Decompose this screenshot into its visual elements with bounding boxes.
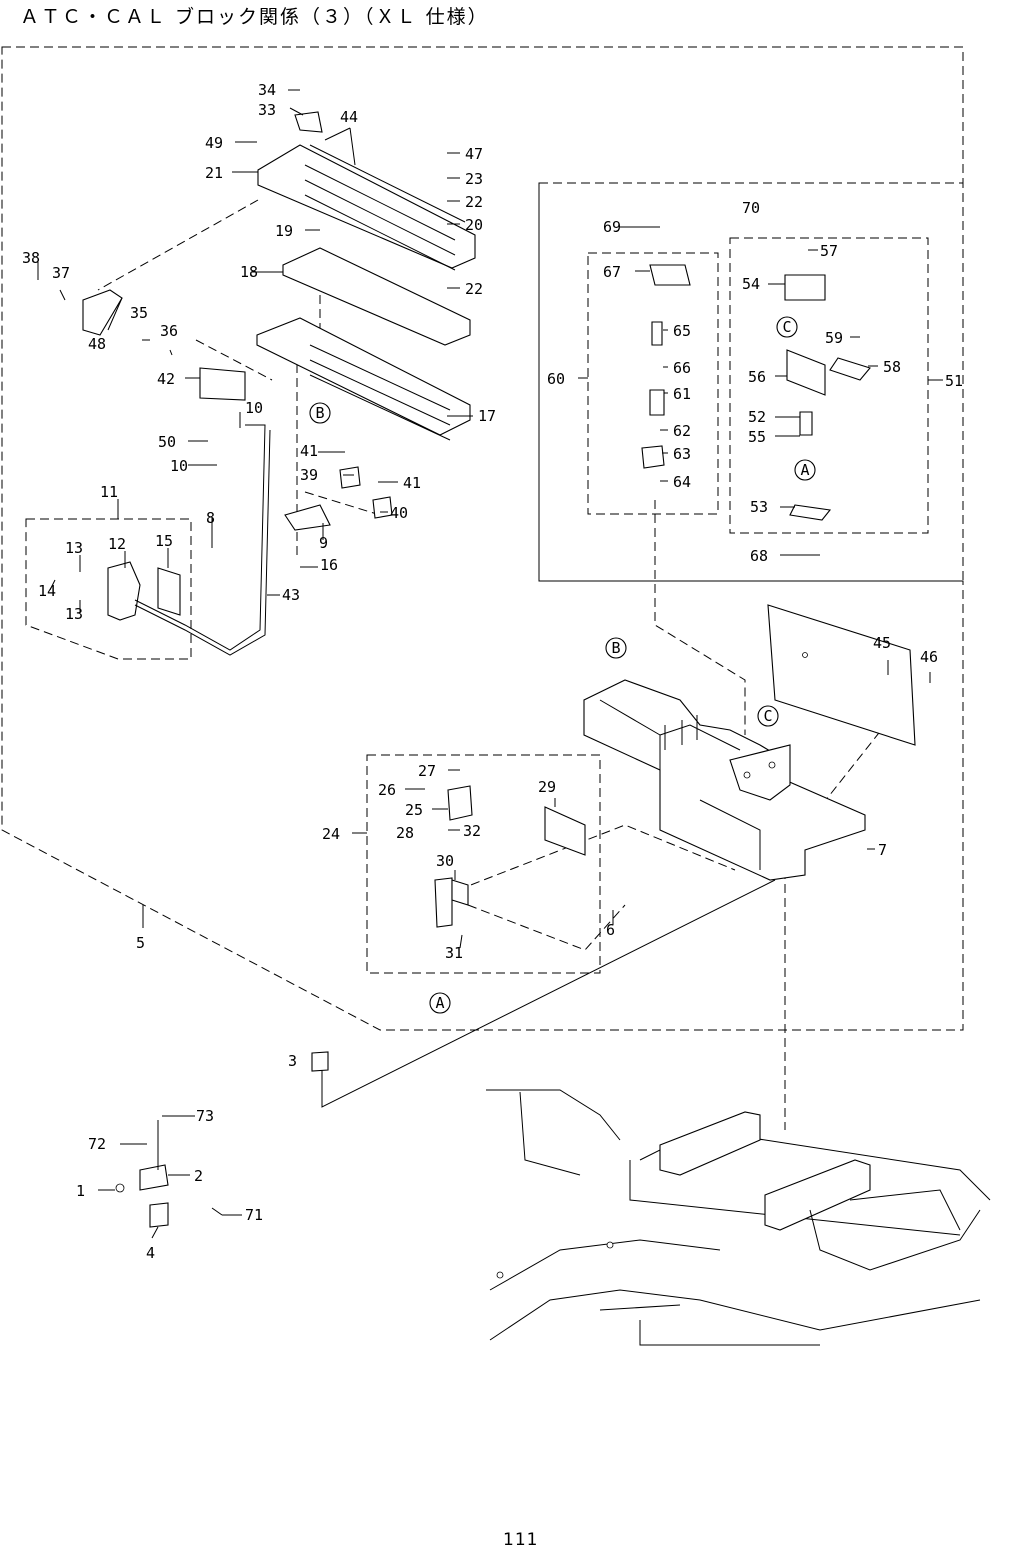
callout: 52	[748, 408, 766, 426]
callout: 50	[158, 433, 176, 451]
callout: 28	[396, 824, 414, 842]
callout: 33	[258, 101, 276, 119]
reference-mark-label: C	[782, 318, 791, 336]
callout: 8	[206, 509, 215, 527]
reference-mark-A-1: A	[795, 460, 815, 480]
callout: 12	[108, 535, 126, 553]
callout: 34	[258, 81, 276, 99]
callout: 6	[606, 921, 615, 939]
machine-base	[486, 1090, 990, 1345]
callout: 1	[76, 1182, 85, 1200]
callout: 70	[742, 199, 760, 217]
reference-mark-label: C	[763, 707, 772, 725]
callout: 59	[825, 329, 843, 347]
callout: 43	[282, 586, 300, 604]
reference-mark-A-2: A	[430, 993, 450, 1013]
callout: 47	[465, 145, 483, 163]
reference-mark-label: B	[315, 404, 324, 422]
callout: 3	[288, 1052, 297, 1070]
callout: 30	[436, 852, 454, 870]
callout: 61	[673, 385, 691, 403]
callout: 10	[170, 457, 188, 475]
reference-mark-B-1: B	[310, 403, 330, 423]
callout: 24	[322, 825, 340, 843]
reference-mark-label: A	[800, 461, 809, 479]
callout: 21	[205, 164, 223, 182]
callout: 23	[465, 170, 483, 188]
callout: 73	[196, 1107, 214, 1125]
reference-marks: B C A B C A	[310, 317, 815, 1013]
callout: 62	[673, 422, 691, 440]
callout: 53	[750, 498, 768, 516]
callout: 38	[22, 249, 40, 267]
callout: 14	[38, 582, 56, 600]
callout: 22	[465, 280, 483, 298]
callout: 65	[673, 322, 691, 340]
callout: 4	[146, 1244, 155, 1262]
callout: 56	[748, 368, 766, 386]
callout: 22	[465, 193, 483, 211]
callout: 46	[920, 648, 938, 666]
callout: 71	[245, 1206, 263, 1224]
reference-mark-label: A	[435, 994, 444, 1012]
callout: 2	[194, 1167, 203, 1185]
callout: 42	[157, 370, 175, 388]
callout: 9	[319, 534, 328, 552]
callout: 49	[205, 134, 223, 152]
callout: 32	[463, 822, 481, 840]
callout: 17	[478, 407, 496, 425]
callout: 51	[945, 372, 963, 390]
callout: 41	[300, 442, 318, 460]
callout: 58	[883, 358, 901, 376]
callout: 69	[603, 218, 621, 236]
callout: 27	[418, 762, 436, 780]
callout: 35	[130, 304, 148, 322]
callout: 19	[275, 222, 293, 240]
callout: 44	[340, 108, 358, 126]
callout: 72	[88, 1135, 106, 1153]
callout: 26	[378, 781, 396, 799]
plate-assembly	[83, 112, 475, 440]
callout: 15	[155, 532, 173, 550]
reference-mark-B-2: B	[606, 638, 626, 658]
callout: 20	[465, 216, 483, 234]
callout: 67	[603, 263, 621, 281]
callout: 64	[673, 473, 691, 491]
callout: 10	[245, 399, 263, 417]
callout: 37	[52, 264, 70, 282]
callout: 25	[405, 801, 423, 819]
callout: 55	[748, 428, 766, 446]
callout: 68	[750, 547, 768, 565]
callout: 63	[673, 445, 691, 463]
callout: 36	[160, 322, 178, 340]
callout: 54	[742, 275, 760, 293]
callout: 60	[547, 370, 565, 388]
callout: 39	[300, 466, 318, 484]
callout: 31	[445, 944, 463, 962]
reference-mark-label: B	[611, 639, 620, 657]
callout: 45	[873, 634, 891, 652]
callout: 57	[820, 242, 838, 260]
callout: 41	[403, 474, 421, 492]
callout: 18	[240, 263, 258, 281]
callout: 13	[65, 605, 83, 623]
callout: 16	[320, 556, 338, 574]
callout: 13	[65, 539, 83, 557]
reference-mark-C-2: C	[758, 706, 778, 726]
callout: 5	[136, 934, 145, 952]
callout: 29	[538, 778, 556, 796]
main-frame-part-7	[584, 605, 915, 880]
reference-mark-C-1: C	[777, 317, 797, 337]
callout: 11	[100, 483, 118, 501]
page-number: 111	[503, 1530, 538, 1550]
callout: 7	[878, 841, 887, 859]
callout: 66	[673, 359, 691, 377]
callout: 48	[88, 335, 106, 353]
callout: 40	[390, 504, 408, 522]
